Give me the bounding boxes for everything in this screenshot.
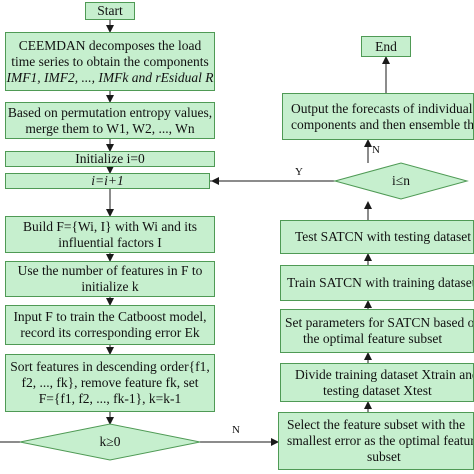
initialize-i-step: Initialize i=0 [5, 151, 215, 167]
params-line-2: the optimal feature subset [303, 331, 443, 346]
train-label: Train SATCN with training dataset [287, 275, 474, 290]
init-k-line-1: Use the number of features in F to [17, 263, 203, 278]
initialize-i-label: Initialize i=0 [75, 151, 145, 166]
build-line-1: Build F={Wi, I} with Wi and its [22, 218, 198, 234]
ceemdan-line-1: CEEMDAN decomposes the load [18, 37, 202, 53]
no-edge-label-bottom: N [232, 424, 240, 436]
test-label: Test SATCN with testing dataset [295, 229, 472, 244]
sort-line-1: Sort features in descending order{f1, [10, 359, 210, 374]
select-optimal-subset-step: Select the feature subset with the small… [278, 412, 474, 470]
output-line-2: components and then ensemble the [291, 116, 474, 132]
output-ensemble-step: Output the forecasts of individual compo… [282, 93, 474, 140]
test-satcn-step: Test SATCN with testing dataset [280, 220, 474, 254]
output-line-1: Output the forecasts of individual [291, 100, 473, 116]
entropy-merge-step: Based on permutation entropy values, mer… [5, 102, 215, 139]
train-satcn-step: Train SATCN with training dataset [280, 265, 474, 301]
increment-i-label: i=i+1 [91, 173, 124, 188]
initialize-k-step: Use the number of features in F to initi… [5, 261, 215, 297]
no-edge-label-right: N [372, 144, 380, 156]
catboost-line-2: record its corresponding error Ek [20, 325, 200, 340]
select-line-1: Select the feature subset with the [287, 417, 466, 432]
increment-i-step: i=i+1 [5, 173, 210, 189]
catboost-train-step: Input F to train the Catboost model, rec… [5, 305, 215, 345]
decision-i-label: i≤n [392, 173, 410, 188]
entropy-line-2: merge them to W1, W2, ..., Wn [25, 120, 195, 136]
decision-k-label: k≥0 [99, 434, 121, 449]
start-label: Start [97, 3, 123, 18]
select-line-3: subset [367, 449, 401, 464]
divide-line-1: Divide training dataset Xtrain and [295, 366, 474, 382]
yes-edge-label: Y [295, 166, 303, 178]
decision-i-diamond [333, 162, 469, 200]
end-label: End [375, 38, 397, 54]
ceemdan-line-3: IMF1, IMF2, ..., IMFk and rEsidual R [6, 69, 214, 85]
ceemdan-line-2: time series to obtain the components [11, 53, 209, 69]
init-k-line-2: initialize k [81, 279, 139, 294]
entropy-line-1: Based on permutation entropy values, [7, 104, 213, 120]
decision-k-diamond [19, 423, 201, 461]
params-line-1: Set parameters for SATCN based on [285, 315, 474, 330]
build-feature-set-step: Build F={Wi, I} with Wi and its influent… [5, 216, 215, 253]
end-node: End [361, 36, 411, 57]
ceemdan-step: CEEMDAN decomposes the load time series … [5, 32, 215, 91]
divide-line-2: testing dataset Xtest [323, 382, 432, 398]
catboost-line-1: Input F to train the Catboost model, [13, 309, 207, 324]
sort-remove-step: Sort features in descending order{f1, f2… [5, 354, 215, 412]
build-line-2: influential factors I [58, 234, 162, 250]
select-line-2: smallest error as the optimal feature [287, 433, 474, 448]
divide-dataset-step: Divide training dataset Xtrain and testi… [280, 363, 474, 402]
start-node: Start [85, 2, 135, 20]
sort-line-2: f2, ..., fk}, remove feature fk, set [21, 375, 199, 390]
set-parameters-step: Set parameters for SATCN based on the op… [280, 309, 474, 353]
sort-line-3: F={f1, f2, ..., fk-1}, k=k-1 [38, 391, 182, 406]
